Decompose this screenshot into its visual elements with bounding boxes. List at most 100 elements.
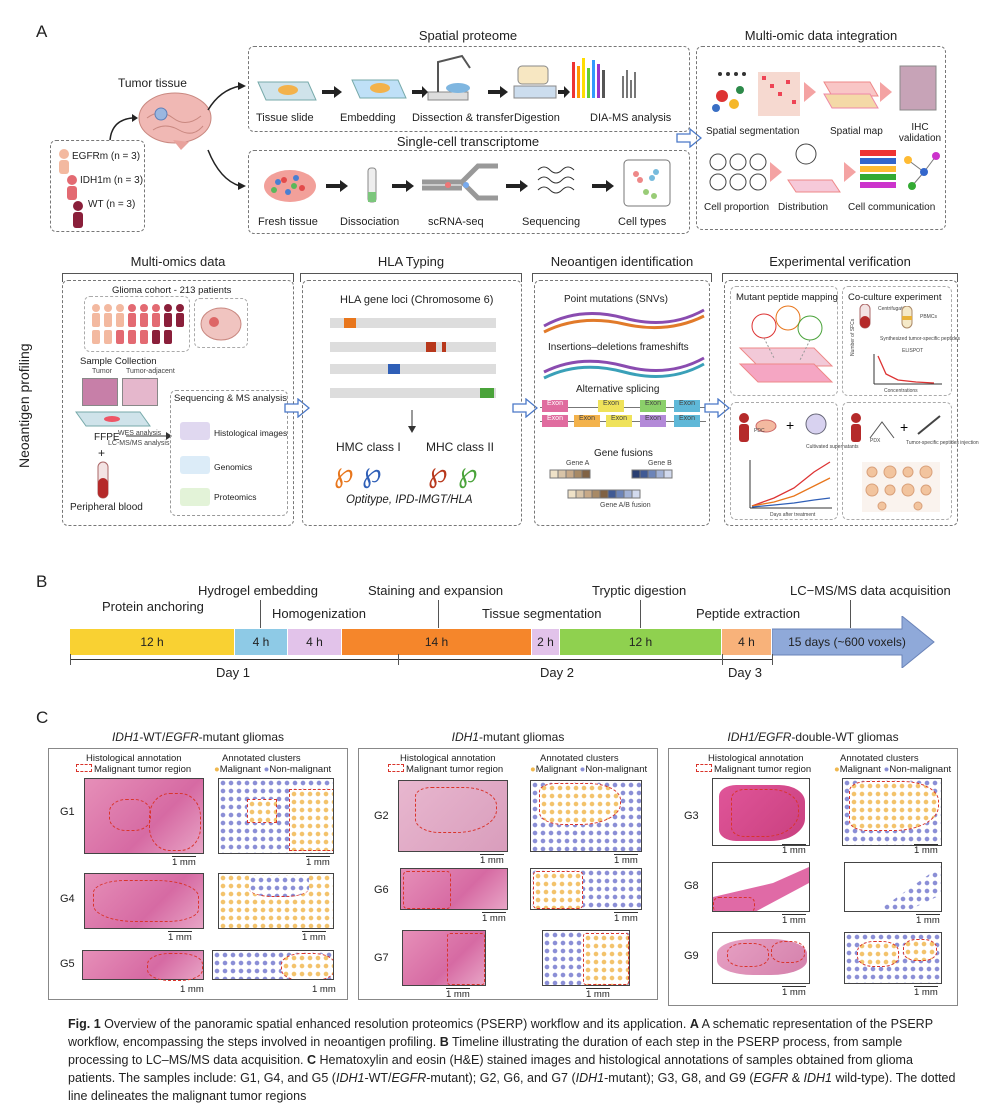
hla-down-arrow xyxy=(408,410,416,433)
gene-fusions-label: Gene fusions xyxy=(594,448,653,459)
panel-a-letter: A xyxy=(36,22,48,41)
g1-legend-malignant-region: Malignant tumor region xyxy=(76,764,191,775)
arrow-to-exp xyxy=(704,398,730,418)
plus-sign: + xyxy=(98,446,106,460)
g7-he-image xyxy=(402,930,486,986)
g3-scale-he: 1 mm xyxy=(782,844,806,856)
splicing-diagram: Exon Exon Exon Exon Exon Exon Exon Exon … xyxy=(540,398,706,428)
g4-scale-he: 1 mm xyxy=(168,931,192,943)
tumor-he-image xyxy=(82,378,118,406)
point-mut-label: Point mutations (SNVs) xyxy=(564,294,668,305)
step-label-2: Hydrogel embedding xyxy=(198,583,318,598)
tick-hydrogel xyxy=(260,600,261,628)
g3-annot-clusters: Annotated clusters xyxy=(840,753,919,764)
g1-scale-cluster: 1 mm xyxy=(306,856,330,868)
mhc1-molecule-b-icon: ℘ xyxy=(362,457,382,488)
gene-a-label: Gene A xyxy=(566,460,590,467)
hla-tools-label: Optitype, IPD-IMGT/HLA xyxy=(346,494,473,506)
group-3-box xyxy=(668,748,958,1006)
g6-scale-he: 1 mm xyxy=(482,912,506,924)
g7-cluster-image xyxy=(542,930,630,986)
centrifugation-label: Centrifugation xyxy=(878,306,910,312)
lcms-label: LC-MS/MS analysis xyxy=(108,440,170,447)
spatial-step-3: Dissection & transfer xyxy=(412,112,514,124)
svg-text:+: + xyxy=(786,417,794,433)
tumor-label: Tumor xyxy=(92,368,112,375)
g1-cluster-image xyxy=(218,778,334,854)
g3-legend-malignant-region: Malignant tumor region xyxy=(696,764,811,775)
g3-he-frame xyxy=(712,778,810,846)
integration-top-3: IHC validation xyxy=(898,122,942,144)
group-2-box xyxy=(358,748,658,1000)
omics-item-1: Histological images xyxy=(214,428,288,438)
sc-box xyxy=(248,150,690,234)
integration-top-2: Spatial map xyxy=(830,126,883,137)
cohort-figures-box xyxy=(84,296,190,352)
genomics-icon xyxy=(180,456,210,474)
brain-icon xyxy=(138,92,212,150)
synth-pep-label: Synthesized tumor-specific peptides xyxy=(880,336,961,342)
integration-arrow xyxy=(676,128,702,148)
day-tick-3 xyxy=(772,654,773,665)
multiomics-bracket xyxy=(62,273,294,282)
integration-box xyxy=(696,46,946,230)
pdc-box xyxy=(730,402,838,520)
g4-scale-cluster: 1 mm xyxy=(302,931,326,943)
integration-title: Multi-omic data integration xyxy=(744,28,898,43)
neoantigen-profiling-label: Neoantigen profiling xyxy=(16,343,32,468)
days-after-label: Days after treatment xyxy=(770,512,816,518)
exon-4: Exon xyxy=(674,400,700,412)
spatial-step-1: Tissue slide xyxy=(256,112,314,124)
histology-icon xyxy=(180,422,210,440)
g3-hist-annot: Histological annotation xyxy=(708,753,804,764)
g2-hist-annot: Histological annotation xyxy=(400,753,496,764)
mhc2-molecule-b-icon: ℘ xyxy=(458,457,478,488)
pdx-box xyxy=(842,402,952,520)
sc-step-3: scRNA-seq xyxy=(428,216,484,228)
seq-ms-label: Sequencing & MS analysis xyxy=(174,393,288,404)
g2-scale-he: 1 mm xyxy=(480,854,504,866)
multiomics-box xyxy=(62,280,294,526)
g8-cluster-image xyxy=(844,862,942,912)
g9-he-image xyxy=(712,932,810,984)
sample-g9: G9 xyxy=(684,950,699,962)
tumor-tissue-label: Tumor tissue xyxy=(118,76,187,90)
timeline-arrow xyxy=(772,616,935,668)
spatial-proteome-title: Spatial proteome xyxy=(418,28,518,43)
exon-8: Exon xyxy=(640,415,666,427)
elispot-plot xyxy=(873,354,942,385)
day-tick-0 xyxy=(70,654,71,665)
seq-ms-box xyxy=(170,390,288,516)
spatial-proteome-box xyxy=(248,46,690,132)
gene-ab-label: Gene A/B fusion xyxy=(600,502,651,509)
tick-lcms xyxy=(850,600,851,628)
step-label-6: Tryptic digestion xyxy=(592,583,687,598)
g4-he-image xyxy=(84,873,204,929)
exp-title: Experimental verification xyxy=(769,254,911,269)
sc-title: Single-cell transcriptome xyxy=(396,134,540,149)
sample-g4: G4 xyxy=(60,893,75,905)
g5-scale-cluster: 1 mm xyxy=(312,984,336,995)
g5-scale-he: 1 mm xyxy=(180,984,204,995)
g2-cluster-legend: ●Malignant ●Non-malignant xyxy=(530,764,648,775)
sample-g8: G8 xyxy=(684,880,699,892)
sc-workflow-icons xyxy=(264,159,671,207)
step-label-3: Homogenization xyxy=(272,606,366,621)
g5-cluster-image xyxy=(212,950,334,980)
brain-slice-icon xyxy=(200,307,242,341)
coculture-box xyxy=(842,286,952,396)
neo-title: Neoantigen identification xyxy=(550,254,694,269)
hla-loci-label: HLA gene loci (Chromosome 6) xyxy=(340,294,494,306)
hla-bracket xyxy=(300,273,522,282)
sc-step-4: Sequencing xyxy=(522,216,581,228)
spatial-step-2: Embedding xyxy=(340,112,396,124)
mhc2-label: MHC class II xyxy=(426,440,495,454)
exon-3: Exon xyxy=(640,400,666,412)
day-1-label: Day 1 xyxy=(216,665,250,680)
spatial-step-4: Digestion xyxy=(514,112,560,124)
timeline-segment-5: 2 h xyxy=(532,629,560,655)
glioma-cohort-label: Glioma cohort - 213 patients xyxy=(112,285,232,296)
peptide-mapping-box xyxy=(730,286,838,396)
sample-g1: G1 xyxy=(60,806,75,818)
sample-g6: G6 xyxy=(374,884,389,896)
